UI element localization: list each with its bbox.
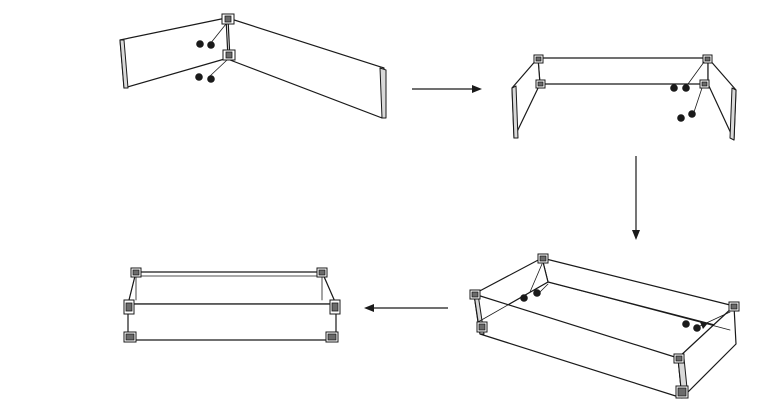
step-3-closed-frame: [469, 253, 740, 399]
step1-right-panel-edge: [379, 67, 387, 119]
step1-bottom-clip-screw: [225, 51, 233, 59]
step-2-three-panels: [511, 54, 737, 141]
step1-left-panel-edge: [119, 39, 129, 89]
arrow-step3-to-step4: [364, 304, 448, 312]
step2-left-panel-edge: [511, 85, 519, 139]
step3-front-panel: [473, 293, 683, 399]
step1-screw-2: [207, 41, 215, 49]
step1-leader-top: [209, 23, 227, 45]
step4-top-rim: [127, 271, 337, 305]
step2-screw-4: [688, 110, 696, 118]
step3-screw-2: [533, 289, 541, 297]
step2-screw-1: [670, 84, 678, 92]
arrow-step2-to-step3: [632, 156, 640, 240]
step2-right-panel-edge: [729, 87, 737, 141]
step3-screw-4: [693, 324, 701, 332]
step3-screw-1: [520, 294, 528, 302]
step3-back-panel: [541, 257, 735, 331]
arrow-step1-to-step2: [412, 85, 482, 93]
step1-screw-3: [195, 73, 203, 81]
step1-screw-1: [196, 40, 204, 48]
step1-right-panel: [227, 17, 385, 119]
step-1-two-panels: [119, 13, 387, 119]
step1-screw-4: [207, 75, 215, 83]
step3-screw-3: [682, 320, 690, 328]
step1-leader-bottom: [209, 59, 228, 77]
step-4-finished-frame: [123, 267, 341, 343]
step1-top-clip-screw: [224, 15, 232, 23]
step4-front-panel: [127, 303, 337, 341]
step2-screw-2: [682, 84, 690, 92]
step3-leader-left: [529, 263, 543, 293]
step2-leader-top: [687, 61, 705, 85]
step2-screw-3: [677, 114, 685, 122]
step2-leader-bottom: [693, 87, 703, 113]
step2-back-panel: [537, 57, 709, 85]
